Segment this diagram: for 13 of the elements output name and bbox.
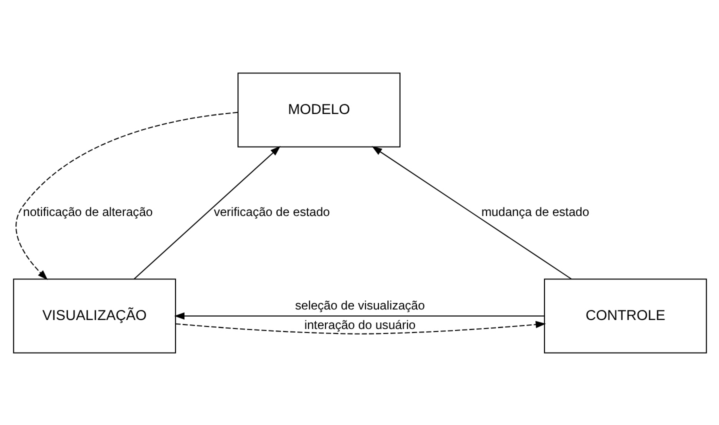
edge-label: verificação de estado — [213, 204, 330, 219]
arrow — [174, 312, 544, 320]
node-box: MODELO — [237, 72, 400, 147]
edge-label: mudança de estado — [480, 204, 589, 219]
arrow — [371, 146, 572, 279]
arrow — [133, 145, 280, 279]
node-box: CONTROLE — [543, 278, 706, 353]
arrow — [15, 111, 238, 280]
edge-label: interação do usuário — [304, 317, 416, 332]
arrow — [175, 320, 546, 334]
edge-label: seleção de visualização — [294, 298, 424, 312]
edge-label: notificação de alteração — [22, 204, 152, 219]
node-box: VISUALIZAÇÃO — [12, 278, 176, 353]
